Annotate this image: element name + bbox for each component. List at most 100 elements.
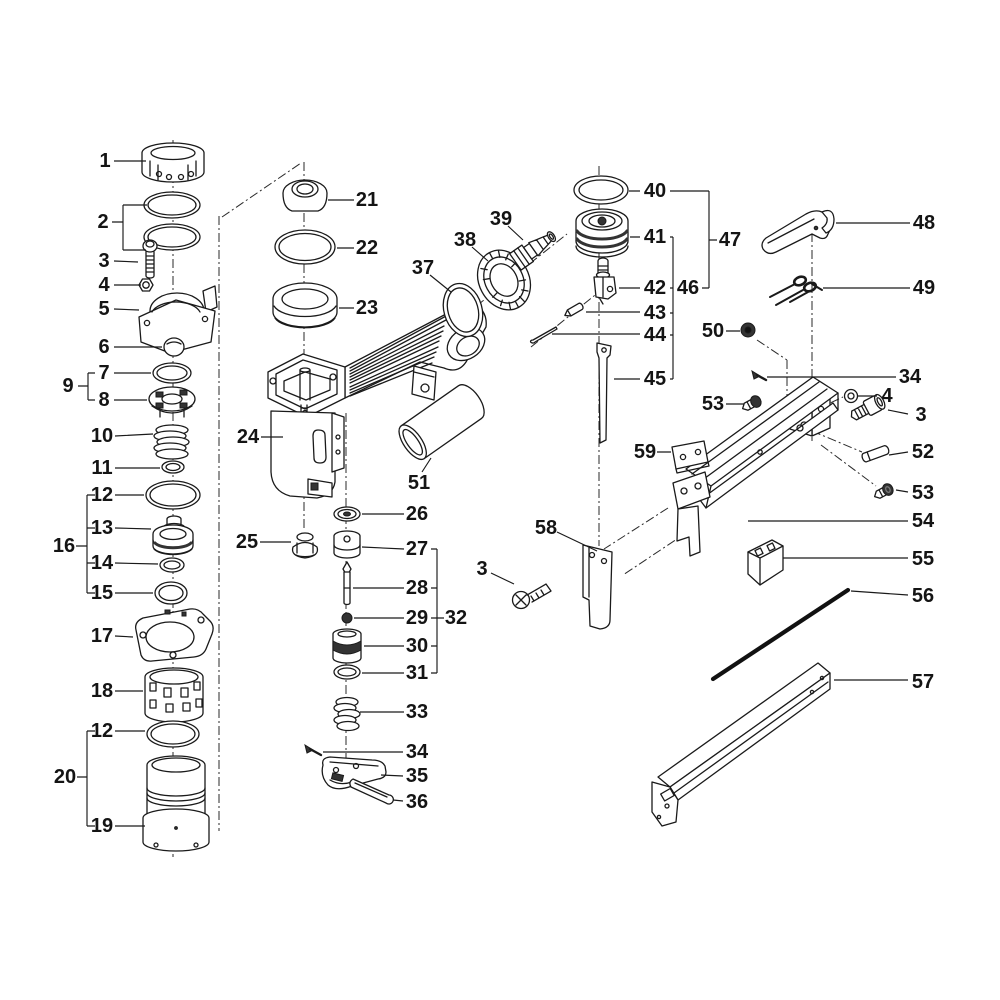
part-45-driver-blade xyxy=(596,342,612,444)
callout-19: 19 xyxy=(91,815,113,837)
callout-50: 50 xyxy=(702,320,724,342)
callout-13: 13 xyxy=(91,517,113,539)
callout-56: 56 xyxy=(912,585,934,607)
callout-1: 1 xyxy=(99,150,110,172)
part-41-piston-stack xyxy=(575,208,629,258)
part-55-pusher xyxy=(747,539,784,586)
part-29-ball xyxy=(341,612,353,624)
part-54-magazine-rail xyxy=(672,376,839,557)
part-43-pin xyxy=(564,302,584,317)
part-21-cap xyxy=(282,179,328,212)
part-4b-washer-nut xyxy=(843,388,859,404)
callout-48: 48 xyxy=(913,212,935,234)
callout-20: 20 xyxy=(54,766,76,788)
part-33-spring xyxy=(333,696,361,732)
callout-4: 4 xyxy=(98,274,110,296)
part-8-valve-piece xyxy=(148,386,196,418)
callout-16: 16 xyxy=(53,535,75,557)
callout-11: 11 xyxy=(91,457,112,479)
part-53b-screw xyxy=(873,483,894,499)
part-53a-screw xyxy=(741,395,762,411)
callout-10: 10 xyxy=(91,425,113,447)
part-35-trigger xyxy=(321,756,387,790)
callout-41: 41 xyxy=(644,226,666,248)
leader-lines-right xyxy=(490,222,910,681)
callout-2: 2 xyxy=(97,211,108,233)
part-42-valve-stem xyxy=(593,257,617,305)
part-37-o-ring xyxy=(442,282,484,338)
callout-55: 55 xyxy=(912,548,934,570)
callout-28: 28 xyxy=(406,577,428,599)
callout-3c: 3 xyxy=(476,558,487,580)
part-51-sleeve-tube xyxy=(398,384,485,461)
callout-12b: 12 xyxy=(91,720,113,742)
part-3b-screw xyxy=(850,393,886,421)
callout-29: 29 xyxy=(406,607,428,629)
part-36-pin xyxy=(349,778,394,805)
callout-34b: 34 xyxy=(899,366,922,388)
callout-labels: 1 2 3 4 5 6 7 8 9 10 11 12 13 14 15 16 1… xyxy=(53,150,935,837)
part-50-nut xyxy=(740,322,756,338)
callout-26: 26 xyxy=(406,503,428,525)
callout-9: 9 xyxy=(62,375,73,397)
callout-24: 24 xyxy=(237,426,260,448)
callout-5: 5 xyxy=(98,298,109,320)
callout-52: 52 xyxy=(912,441,934,463)
part-57-magazine-cover xyxy=(651,662,831,827)
part-27-valve-cap xyxy=(333,530,361,559)
callout-38: 38 xyxy=(454,229,476,251)
part-23-seal-ring xyxy=(272,282,338,329)
callout-49: 49 xyxy=(913,277,935,299)
part-14-ring xyxy=(159,557,185,573)
part-44-needle xyxy=(529,326,558,344)
callout-27: 27 xyxy=(406,538,428,560)
part-22-o-ring xyxy=(274,229,336,265)
part-56-rod xyxy=(710,587,851,682)
part-30-valve-sleeve xyxy=(332,628,362,664)
callout-3: 3 xyxy=(98,250,109,272)
part-7-o-ring xyxy=(152,362,192,384)
callout-40: 40 xyxy=(644,180,666,202)
part-58-nose-plate xyxy=(582,544,613,630)
part-4-nut xyxy=(138,278,154,292)
callout-51: 51 xyxy=(408,472,430,494)
callout-4b: 4 xyxy=(881,385,893,407)
part-3-screw xyxy=(142,239,158,279)
callout-45: 45 xyxy=(644,368,666,390)
callout-21: 21 xyxy=(356,189,378,211)
part-34b-pin xyxy=(751,369,768,382)
part-19-cylinder xyxy=(142,755,210,852)
callout-46: 46 xyxy=(677,277,699,299)
part-40-o-ring xyxy=(573,175,629,205)
callout-18: 18 xyxy=(91,680,113,702)
part-34a-pin xyxy=(304,743,323,757)
callout-54: 54 xyxy=(912,510,935,532)
callout-43: 43 xyxy=(644,302,666,324)
part-3c-screw xyxy=(511,583,552,610)
part-31-ring xyxy=(333,664,361,680)
part-52-pin xyxy=(861,445,890,463)
callout-37: 37 xyxy=(412,257,434,279)
part-49-spring-clip xyxy=(769,275,823,306)
callout-22: 22 xyxy=(356,237,378,259)
part-26-ring xyxy=(333,506,361,522)
callout-44: 44 xyxy=(644,324,667,346)
callout-8: 8 xyxy=(98,389,109,411)
part-10-spring xyxy=(153,424,190,460)
callout-42: 42 xyxy=(644,277,666,299)
callout-14: 14 xyxy=(91,552,114,574)
part-17-gasket xyxy=(135,608,214,662)
callout-47: 47 xyxy=(719,229,741,251)
part-13-piston xyxy=(152,515,194,556)
callout-36: 36 xyxy=(406,791,428,813)
part-1-cap-nut xyxy=(141,142,205,183)
part-39-air-fitting xyxy=(508,231,557,271)
callout-58: 58 xyxy=(535,517,557,539)
part-28-valve-pin xyxy=(342,561,352,606)
callout-15: 15 xyxy=(91,582,113,604)
callout-31: 31 xyxy=(406,662,428,684)
part-12-o-ring xyxy=(145,480,201,510)
part-11-ring xyxy=(161,460,185,474)
callout-57: 57 xyxy=(912,671,934,693)
